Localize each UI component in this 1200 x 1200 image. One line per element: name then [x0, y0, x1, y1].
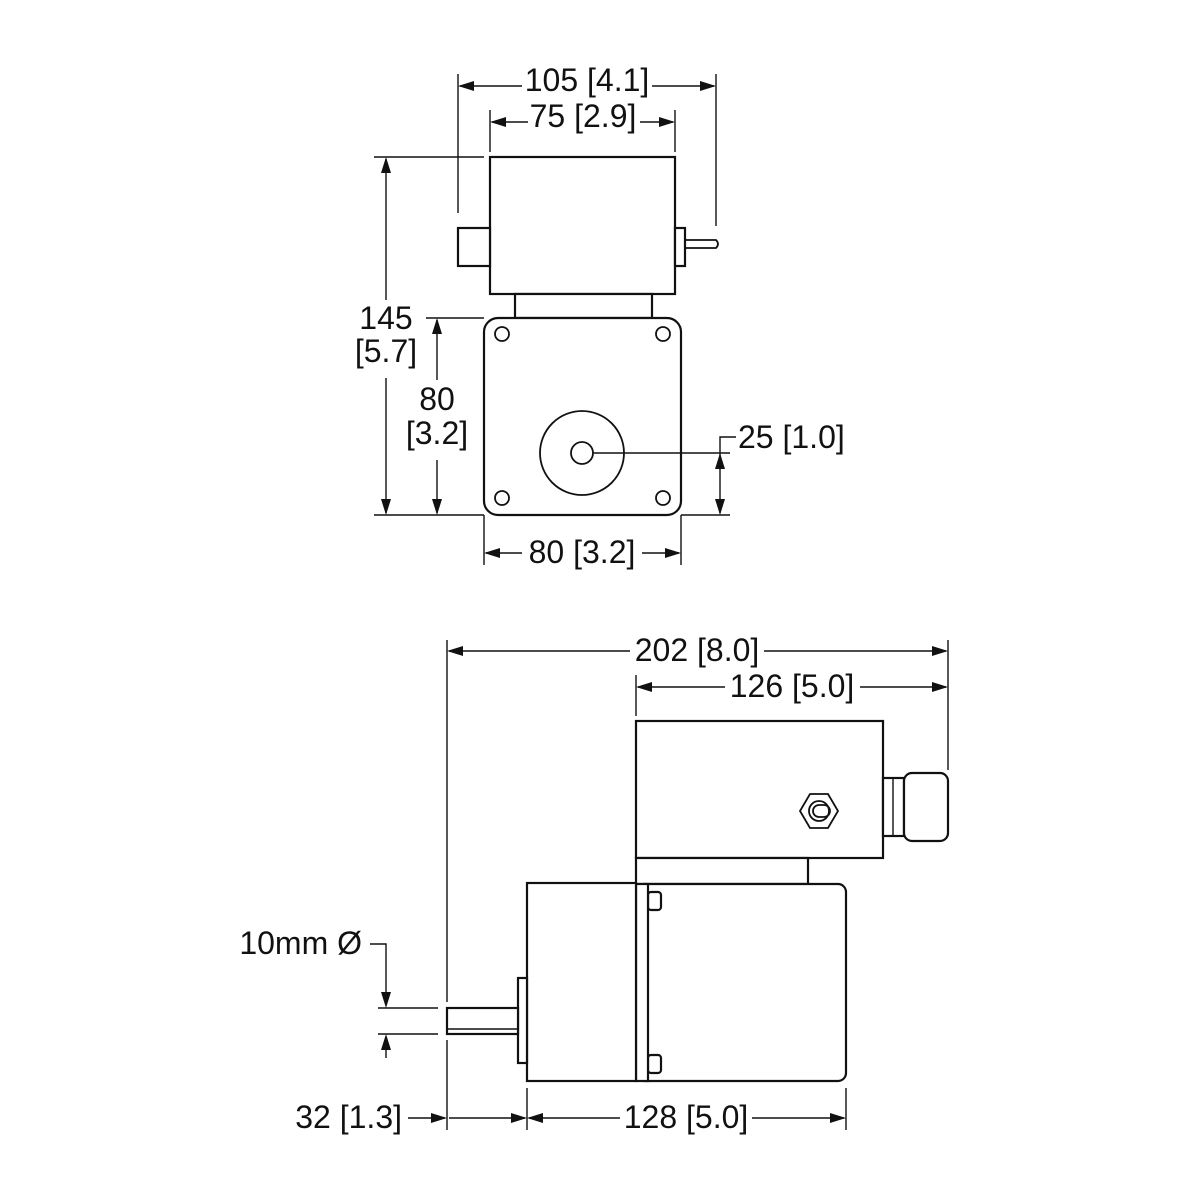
toggle-hex-nut [798, 793, 840, 829]
switch-housing [634, 719, 885, 860]
toggle-lever [685, 239, 719, 249]
dim-upper-width: 75 [2.9] [489, 98, 676, 152]
bolt-head [646, 1053, 663, 1075]
dim-label: 75 [2.9] [530, 98, 637, 134]
dim-label: 145 [359, 300, 412, 336]
dim-label: [5.7] [355, 333, 417, 369]
shaft-boss [516, 976, 529, 1065]
dim-label: 128 [5.0] [624, 1099, 749, 1135]
side-view [445, 719, 950, 1083]
dim-label: 32 [1.3] [295, 1099, 402, 1135]
dim-label: 80 [3.2] [529, 534, 636, 570]
bolt-head [646, 890, 663, 912]
gearbox [525, 881, 638, 1083]
dim-label: 202 [8.0] [635, 632, 760, 668]
neck [634, 856, 810, 886]
neck [513, 292, 654, 320]
flange [634, 882, 650, 1083]
front-view [456, 155, 719, 517]
dim-base-width: 80 [3.2] [483, 515, 682, 570]
mounting-hole [494, 490, 510, 506]
mounting-hole [655, 326, 671, 342]
dim-shaft-length: 32 [1.3] [295, 1040, 528, 1135]
dim-label: 126 [5.0] [730, 668, 855, 704]
toggle-ring [808, 800, 830, 822]
upper-housing [488, 155, 677, 296]
dim-label: 10mm Ø [239, 925, 362, 961]
dim-label: 25 [1.0] [738, 419, 845, 455]
cable-gland-body [902, 771, 950, 843]
dim-gearbox-length: 128 [5.0] [527, 1088, 847, 1135]
right-toggle-base [673, 226, 687, 268]
dim-overall-length: 202 [8.0] [446, 632, 949, 1002]
left-connector [456, 226, 492, 268]
mounting-hole [655, 490, 671, 506]
dim-overall-width: 105 [4.1] [457, 62, 717, 226]
dim-label: 105 [4.1] [525, 62, 650, 98]
dim-base-height: 80 [3.2] [406, 317, 484, 515]
dim-shaft-diameter: 10mm Ø [239, 925, 438, 1058]
dim-label: 80 [419, 381, 455, 417]
dim-shaft-height: 25 [1.0] [593, 419, 845, 516]
dim-label: [3.2] [406, 415, 468, 451]
toggle-lever [812, 804, 831, 818]
motor-body [634, 882, 848, 1083]
dim-upper-length: 126 [5.0] [635, 668, 948, 716]
output-shaft [445, 1006, 520, 1036]
dim-overall-height: 145 [5.7] [355, 156, 484, 516]
mounting-hole [494, 326, 510, 342]
base-plate [482, 316, 683, 517]
